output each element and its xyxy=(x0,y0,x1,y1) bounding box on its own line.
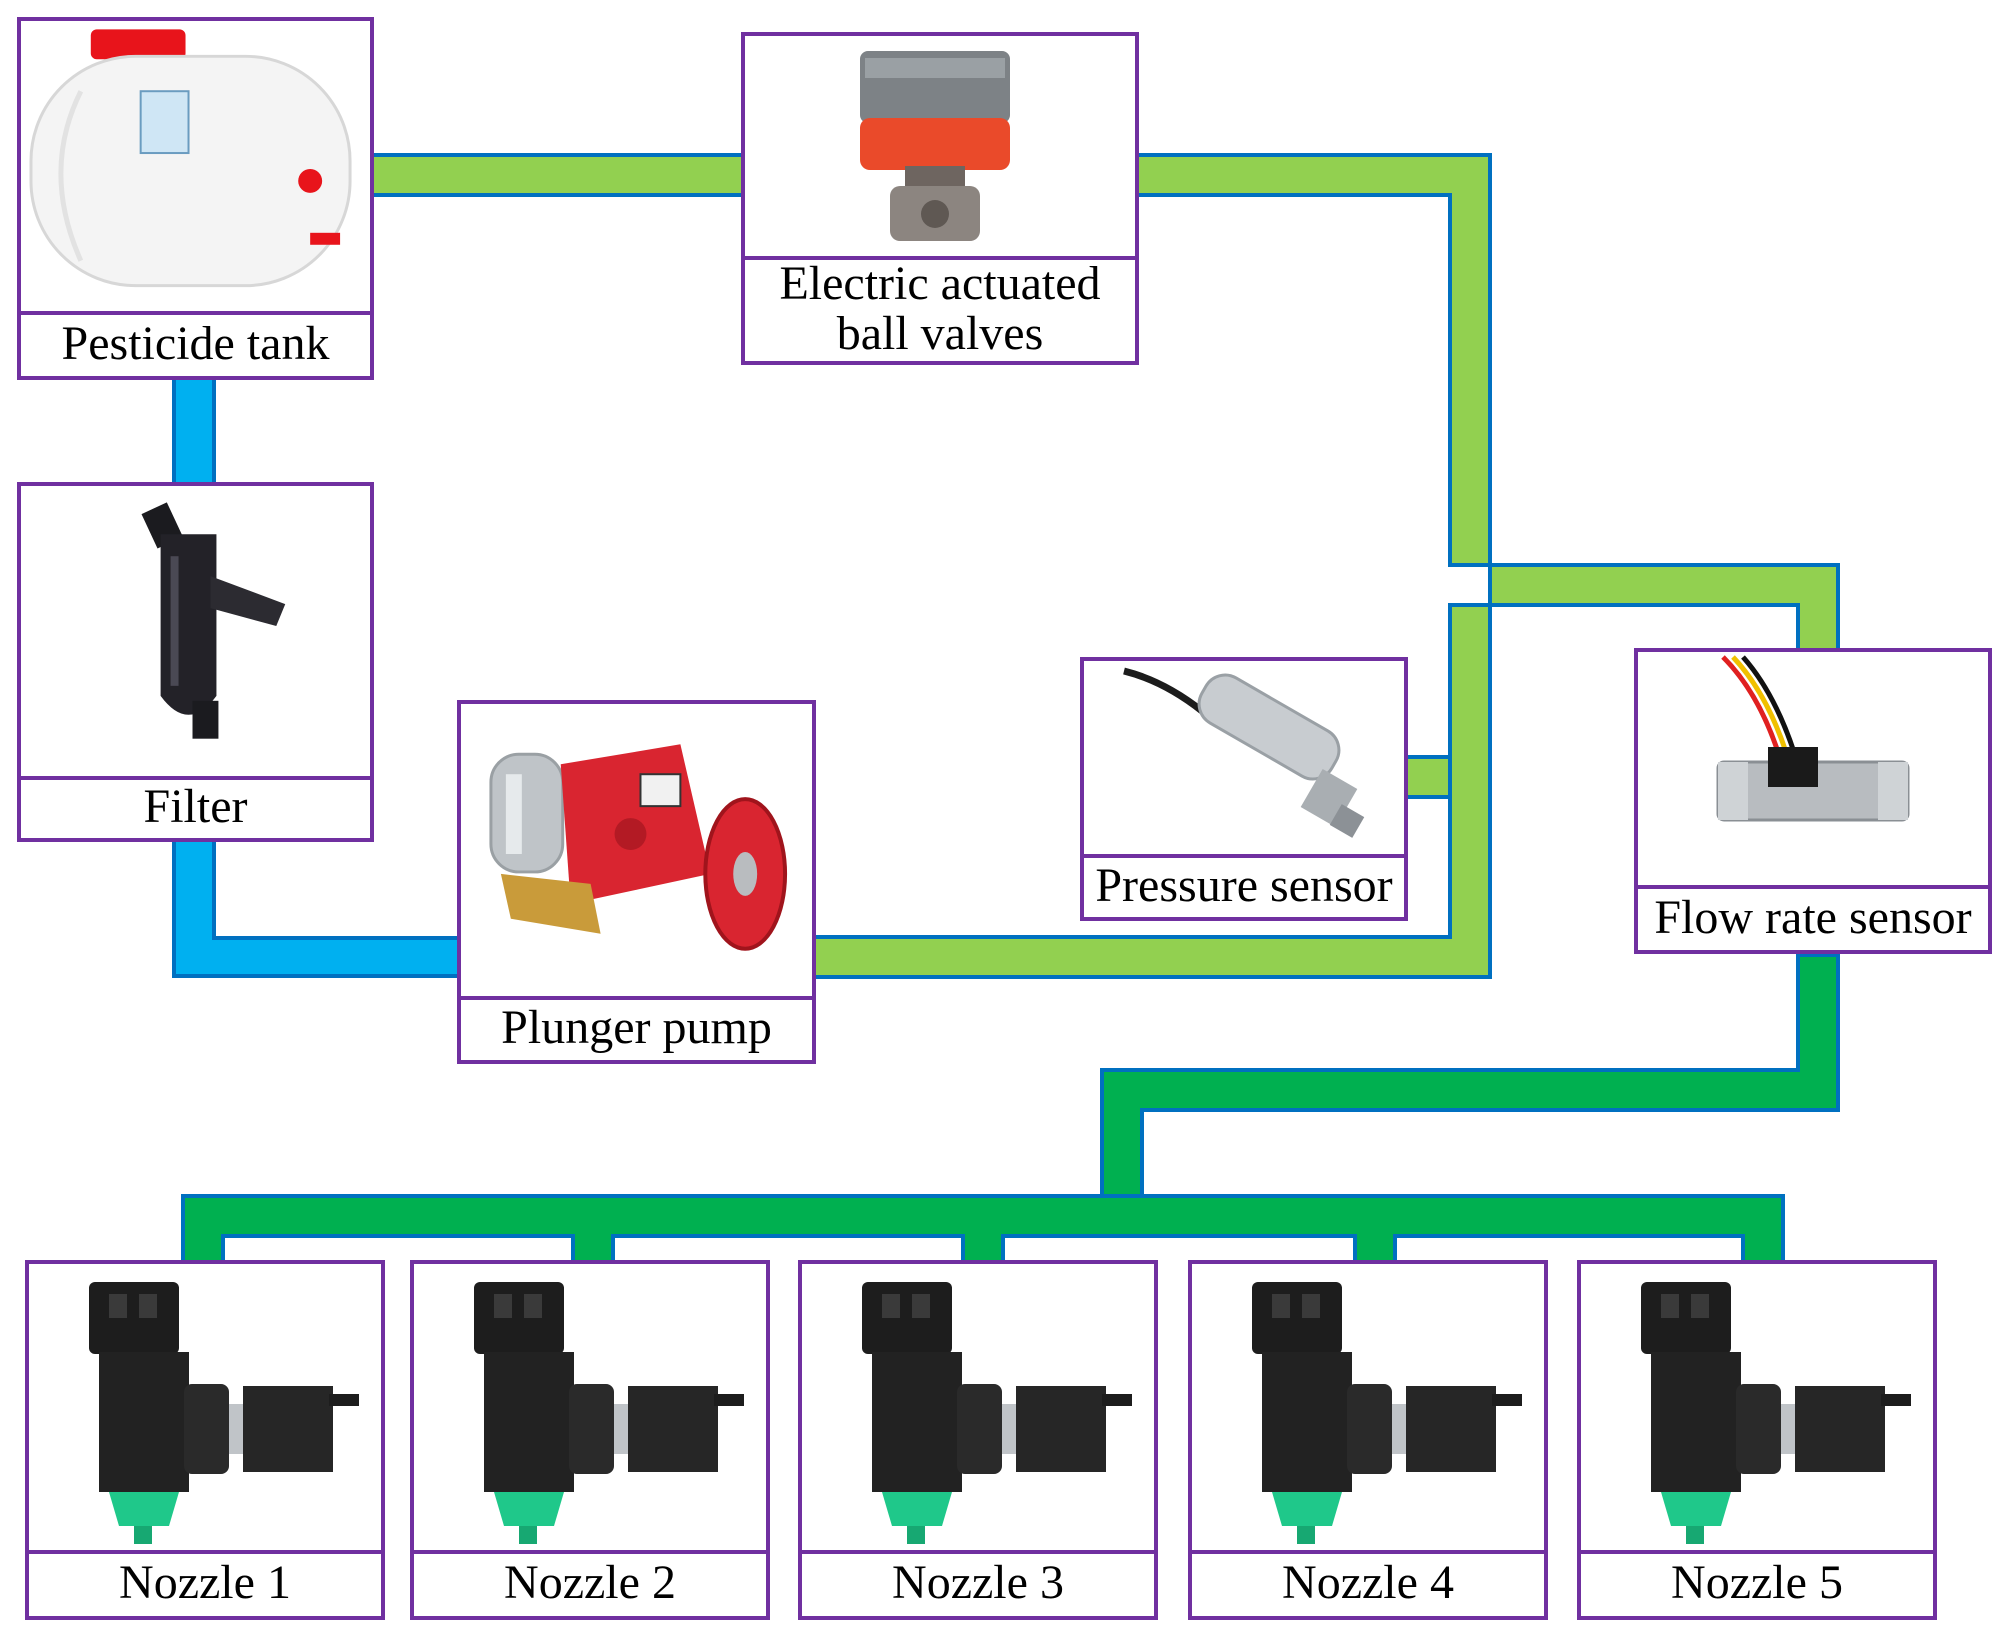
pipe-tank-to-filter xyxy=(172,373,216,489)
nozzle-picture-5 xyxy=(1581,1264,1933,1554)
nozzle-box-1: Nozzle 1 xyxy=(25,1260,385,1620)
nozzle-icon xyxy=(474,1282,744,1544)
filter-label: Filter xyxy=(143,780,248,833)
nozzle-label-5: Nozzle 5 xyxy=(1671,1556,1843,1609)
pipe-pressure-sensor-tap xyxy=(1398,755,1452,799)
ball-valve-icon xyxy=(860,51,1010,241)
nozzle-box-5: Nozzle 5 xyxy=(1577,1260,1937,1620)
nozzle-box-4: Nozzle 4 xyxy=(1188,1260,1548,1620)
nozzle-label-4: Nozzle 4 xyxy=(1282,1556,1454,1609)
filter-picture xyxy=(21,486,370,780)
plunger-pump-picture xyxy=(461,704,812,1000)
pesticide-tank-picture xyxy=(21,21,370,315)
nozzle-picture-4 xyxy=(1192,1264,1544,1554)
nozzle-picture-2 xyxy=(414,1264,766,1554)
flow-sensor-label: Flow rate sensor xyxy=(1654,890,1972,944)
pesticide-tank-icon xyxy=(29,29,352,288)
nozzle-picture-3 xyxy=(802,1264,1154,1554)
pipe-branch-to-flow-sensor xyxy=(1488,563,1840,654)
pressure-pipes xyxy=(368,153,1840,979)
ball-valve-label-line1: Electric actuated xyxy=(779,256,1101,310)
nozzle-picture-1 xyxy=(29,1264,381,1554)
nozzle-icon xyxy=(1641,1282,1911,1544)
flow-sensor-picture xyxy=(1638,652,1988,889)
nozzle-icon xyxy=(89,1282,359,1544)
nozzle-label-3: Nozzle 3 xyxy=(892,1556,1064,1609)
nozzle-label-2: Nozzle 2 xyxy=(504,1556,676,1609)
flow-sensor-icon xyxy=(1716,655,1910,822)
pressure-sensor-box: Pressure sensor xyxy=(1080,657,1408,921)
nozzle-box-3: Nozzle 3 xyxy=(798,1260,1158,1620)
pipe-nozzle-manifold xyxy=(181,1194,1785,1267)
spray-pipes xyxy=(181,953,1840,1267)
pesticide-tank-box: Pesticide tank xyxy=(17,17,374,380)
plunger-pump-box: Plunger pump xyxy=(457,700,816,1064)
flow-sensor-box: Flow rate sensor xyxy=(1634,648,1992,954)
pesticide-tank-label: Pesticide tank xyxy=(61,316,330,370)
pressure-sensor-picture xyxy=(1084,661,1404,858)
filter-box: Filter xyxy=(17,482,374,842)
nozzle-icon xyxy=(1252,1282,1522,1544)
ball-valve-picture xyxy=(745,36,1135,260)
pipe-tank-to-valve xyxy=(368,153,747,197)
nozzle-label-1: Nozzle 1 xyxy=(119,1556,291,1609)
ball-valve-box: Electric actuated ball valves xyxy=(741,32,1139,365)
pipe-flow-sensor-to-manifold xyxy=(1100,953,1840,1198)
pressure-sensor-label: Pressure sensor xyxy=(1095,858,1393,912)
filter-icon xyxy=(141,502,286,739)
plunger-pump-icon xyxy=(489,744,788,951)
nozzle-icon xyxy=(862,1282,1132,1544)
pipe-valve-to-branch xyxy=(1133,153,1492,567)
pressure-sensor-icon xyxy=(1123,667,1365,838)
nozzle-box-2: Nozzle 2 xyxy=(410,1260,770,1620)
plunger-pump-label: Plunger pump xyxy=(501,1001,772,1054)
ball-valve-label: Electric actuated ball valves xyxy=(745,256,1135,361)
ball-valve-label-line2: ball valves xyxy=(836,306,1044,360)
pipe-filter-to-pump xyxy=(172,834,462,978)
